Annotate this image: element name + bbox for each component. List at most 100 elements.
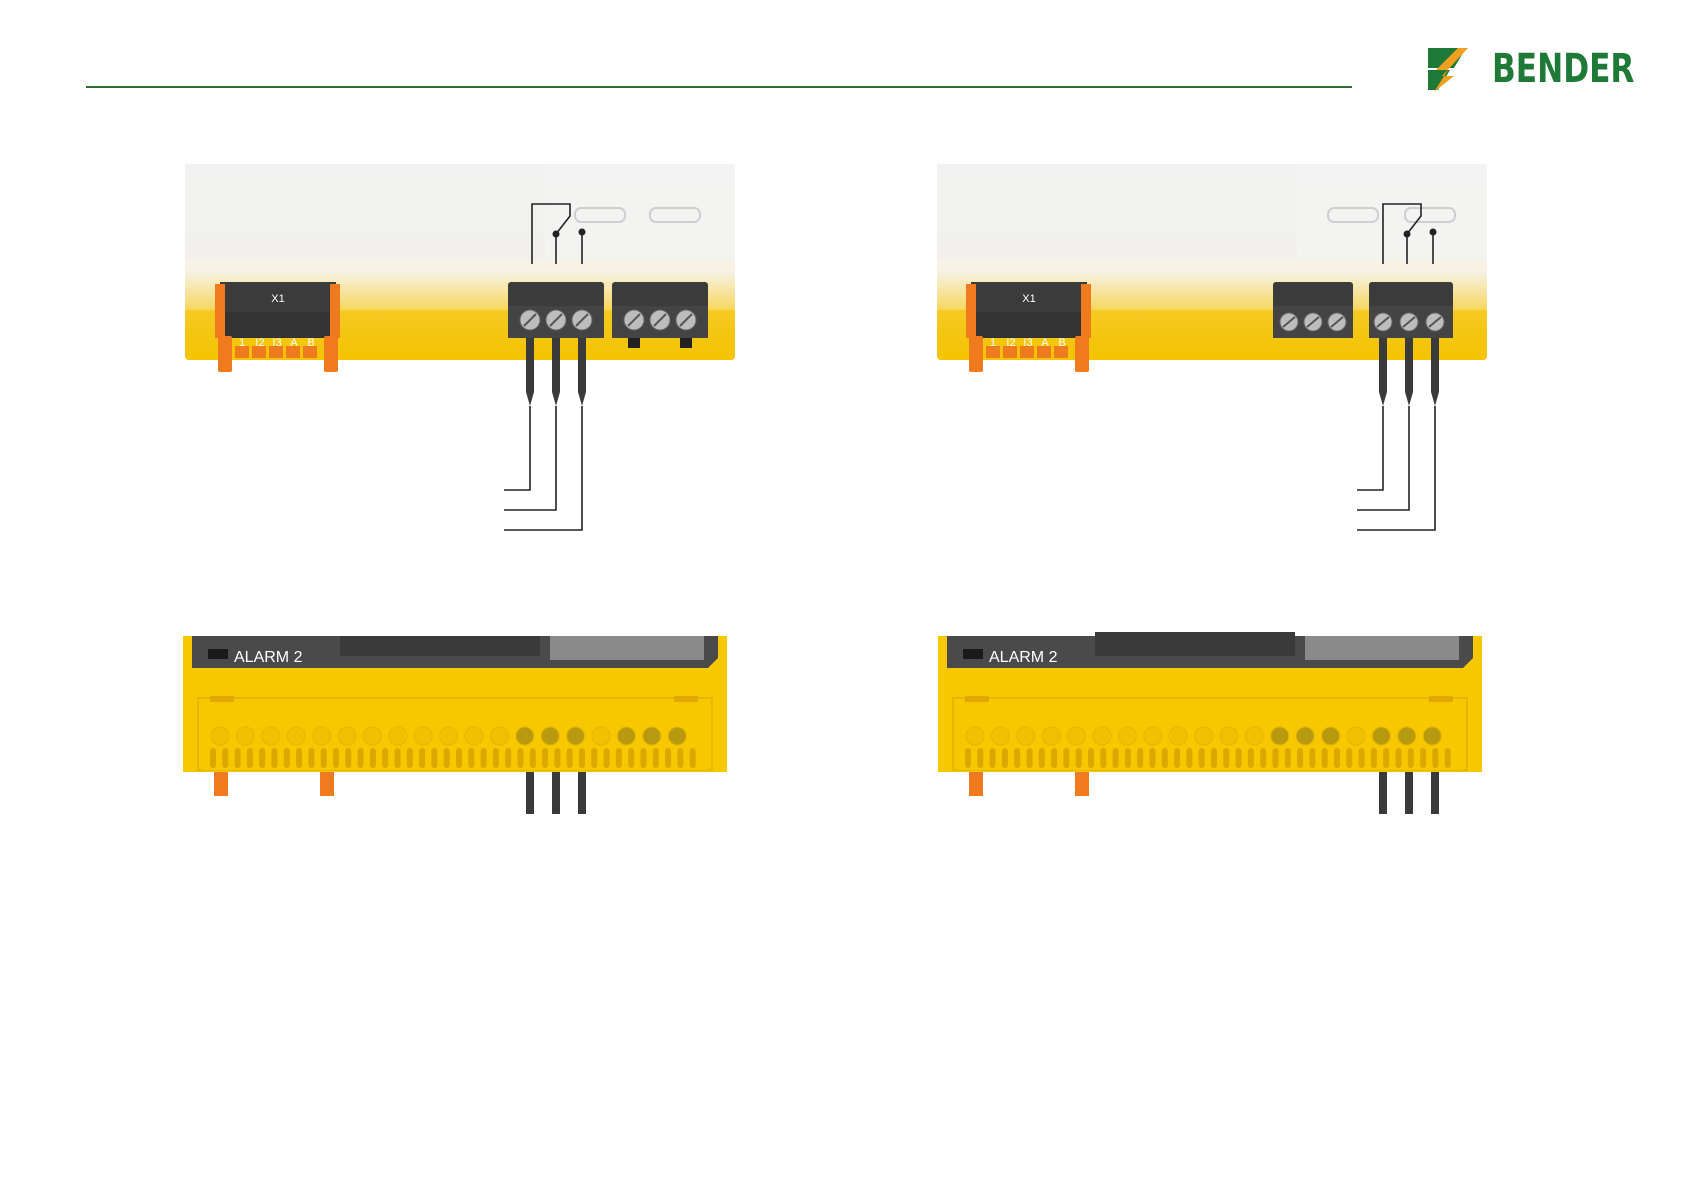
terminal-rib — [431, 748, 437, 768]
terminal-rib — [1383, 748, 1389, 768]
terminal-rib — [308, 748, 314, 768]
alarm-label: ALARM 2 — [989, 649, 1058, 666]
terminal-rib — [210, 748, 216, 768]
terminal-rib — [358, 748, 364, 768]
terminal-hole — [1296, 727, 1314, 745]
terminal-rib — [1199, 748, 1205, 768]
terminal-rib — [1027, 748, 1033, 768]
terminal-rib — [977, 748, 983, 768]
terminal-rib — [1223, 748, 1229, 768]
terminal-hole — [541, 727, 559, 745]
terminal-hole — [414, 727, 432, 745]
latch — [324, 336, 338, 372]
terminal-rib — [1371, 748, 1377, 768]
terminal-rib — [419, 748, 425, 768]
terminal-rib — [1211, 748, 1217, 768]
terminal-rib — [1334, 748, 1340, 768]
device-top-view-left: X1 1 I2 I3 A B — [180, 160, 740, 540]
terminal-rib — [382, 748, 388, 768]
terminal-rib — [690, 748, 696, 768]
terminal-rib — [1445, 748, 1451, 768]
terminal-rib — [1125, 748, 1131, 768]
terminal-rib — [1113, 748, 1119, 768]
terminal-rib — [641, 748, 647, 768]
terminal-rib — [1088, 748, 1094, 768]
terminal-rib — [345, 748, 351, 768]
terminal-rib — [591, 748, 597, 768]
terminal-rib — [1297, 748, 1303, 768]
terminal-hole — [313, 727, 331, 745]
terminal-rib — [965, 748, 971, 768]
terminal-rib — [628, 748, 634, 768]
terminal-rib — [1359, 748, 1365, 768]
terminal-rib — [1322, 748, 1328, 768]
terminal-rib — [370, 748, 376, 768]
terminal-rib — [616, 748, 622, 768]
terminal-rib — [677, 748, 683, 768]
wire — [552, 338, 560, 406]
device-front-view-left: ALARM 2 — [180, 630, 740, 820]
terminal-hole — [389, 727, 407, 745]
terminal-rib — [1137, 748, 1143, 768]
latch — [969, 772, 983, 796]
terminal-hole — [440, 727, 458, 745]
terminal-rib — [407, 748, 413, 768]
terminal-rib — [1162, 748, 1168, 768]
terminal-hole — [1144, 727, 1162, 745]
terminal-hole — [1068, 727, 1086, 745]
terminal-hole — [1398, 727, 1416, 745]
terminal-hole — [1017, 727, 1035, 745]
terminal-rib — [1076, 748, 1082, 768]
terminal-hole — [567, 727, 585, 745]
alarm-led — [208, 649, 228, 659]
terminal-rib — [493, 748, 499, 768]
terminal-hole — [1347, 727, 1365, 745]
terminal-rib — [468, 748, 474, 768]
wire — [1405, 772, 1413, 814]
terminal-hole — [1372, 727, 1390, 745]
terminal-hole — [338, 727, 356, 745]
terminal-hole — [1423, 727, 1441, 745]
terminal-rib — [1100, 748, 1106, 768]
terminal-hole — [1042, 727, 1060, 745]
terminal-hole — [490, 727, 508, 745]
terminal-rib — [272, 748, 278, 768]
terminal-rib — [1273, 748, 1279, 768]
terminal-rib — [1396, 748, 1402, 768]
terminal-hole — [668, 727, 686, 745]
wire — [578, 772, 586, 814]
x1-label: X1 — [271, 293, 284, 305]
latch — [320, 772, 334, 796]
terminal-hole — [465, 727, 483, 745]
terminal-rib — [1174, 748, 1180, 768]
latch — [969, 336, 983, 372]
terminal-rib — [990, 748, 996, 768]
terminal-rib — [653, 748, 659, 768]
terminal-rib — [1063, 748, 1069, 768]
terminal-rib — [579, 748, 585, 768]
header-rule — [86, 86, 1352, 88]
terminal-hole — [643, 727, 661, 745]
terminal-rib — [1346, 748, 1352, 768]
terminal-rib — [1248, 748, 1254, 768]
terminal-rib — [235, 748, 241, 768]
terminal-hole — [617, 727, 635, 745]
terminal-rib — [259, 748, 265, 768]
terminal-rib — [284, 748, 290, 768]
device-top-view-right: X1 1 I2 I3 A B — [935, 160, 1495, 540]
terminal-rib — [1039, 748, 1045, 768]
terminal-hole — [211, 727, 229, 745]
terminal-hole — [363, 727, 381, 745]
terminal-hole — [1245, 727, 1263, 745]
alarm-label: ALARM 2 — [234, 649, 303, 666]
wire — [1379, 772, 1387, 814]
wire — [1405, 338, 1413, 406]
terminal-rib — [481, 748, 487, 768]
terminal-rib — [1420, 748, 1426, 768]
terminal-rib — [333, 748, 339, 768]
terminal-hole — [1271, 727, 1289, 745]
terminal-rib — [1432, 748, 1438, 768]
terminal-rib — [296, 748, 302, 768]
alarm-led — [963, 649, 983, 659]
terminal-rib — [530, 748, 536, 768]
